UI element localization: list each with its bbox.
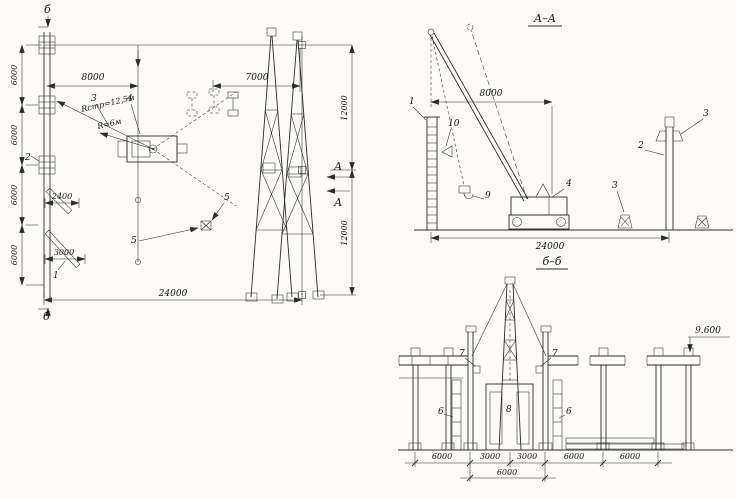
plan-callout-4: 4	[126, 94, 133, 104]
aa-crane-boom	[427, 23, 529, 202]
aa-label-3b: 3	[703, 109, 709, 119]
aa-dim-24000: 24000	[430, 232, 670, 252]
bb-dim-4: 6000	[564, 452, 584, 461]
aa-guy-block: 10	[441, 119, 460, 158]
bb-left-portal	[398, 347, 468, 451]
callout-1-plan: 1	[53, 260, 66, 281]
aa-label-10: 10	[448, 119, 460, 129]
plan-callout-1: 1	[53, 271, 59, 281]
aa-label-9: 9	[485, 191, 491, 201]
section-bb-title: б–б	[543, 255, 562, 268]
plan-dim-2400: 2400	[51, 192, 72, 201]
plan-dim-left-3: 6000	[10, 185, 19, 205]
callout-2: 2	[24, 153, 40, 163]
dim-chain-left: 6000 6000 6000 6000	[10, 44, 44, 286]
plan-cut-mark-bottom: б	[38, 307, 51, 323]
plan-callout-3: 3	[91, 94, 97, 104]
bb-label-7b: 7	[552, 349, 558, 359]
bb-dim-lower: 6000	[497, 468, 517, 477]
boom-swing-dashed	[152, 88, 239, 207]
bb-erection-mast	[471, 276, 547, 451]
bb-right-portal-1	[589, 347, 626, 451]
section-aa-title: А–А	[533, 12, 556, 25]
crane-plan	[56, 100, 188, 163]
plan-dim-24000: 24000	[158, 289, 188, 299]
bb-dim-1: 6000	[432, 452, 452, 461]
aa-label-3a: 3	[612, 181, 618, 191]
bb-wall-panels: 6 6	[438, 379, 572, 451]
aa-dim-8000: 8000	[430, 89, 553, 194]
aa-crane-body: 4	[508, 179, 572, 230]
crane-track	[43, 32, 51, 298]
aa-label-4: 4	[565, 179, 572, 189]
bb-laid-beams	[565, 437, 685, 450]
callout-4-plan: 4	[126, 94, 141, 135]
aa-label-1: 1	[409, 97, 415, 107]
anchor-point: 5 5	[131, 193, 230, 246]
dim-bottom-24000: 24000	[43, 289, 303, 305]
section-b-b: б–б	[398, 255, 733, 482]
bb-dim-3: 3000	[517, 452, 537, 461]
aa-hook-block: 9	[458, 185, 491, 201]
section-a-a: А–А 1 10	[409, 12, 733, 252]
plan-view: б 2 1	[10, 3, 356, 323]
cut-label-b-top: б	[44, 3, 51, 16]
bb-label-6b: 6	[566, 407, 572, 417]
cut-label-b-bottom: б	[43, 310, 50, 323]
plan-callout-2: 2	[24, 153, 31, 163]
plan-dim-left-4: 6000	[10, 245, 19, 265]
plan-dim-right-2: 12000	[340, 220, 349, 245]
dim-top-8000: 8000	[46, 73, 139, 89]
plan-callout-5b: 5	[131, 236, 137, 246]
crane-travel-axis	[135, 45, 141, 265]
dim-3000-plan: 3000	[44, 248, 86, 264]
dim-top-7000: 7000	[212, 48, 301, 92]
track-column-symbols	[38, 35, 56, 175]
aa-dim-24000-label: 24000	[535, 242, 565, 252]
aa-lattice-wall	[424, 116, 440, 230]
aa-dim-8000-label: 8000	[480, 89, 503, 99]
aa-label-2: 2	[637, 141, 644, 151]
dim-2400: 2400	[44, 192, 80, 208]
erection-tower-2	[271, 31, 325, 304]
bb-label-8: 8	[506, 405, 512, 415]
plan-cut-mark-a: А А	[326, 160, 350, 209]
erection-tower-1	[245, 27, 299, 302]
bb-lifted-unit: 8	[485, 383, 534, 451]
bb-right-portal-2	[646, 347, 701, 451]
plan-cut-mark-top: б	[38, 3, 51, 28]
plan-dim-left-1: 6000	[10, 65, 19, 85]
aa-callout-1: 1	[409, 97, 427, 121]
bb-elevation-mark: 9.600	[687, 326, 730, 353]
plan-dim-3000: 3000	[54, 248, 74, 257]
bb-dim-5: 6000	[620, 452, 640, 461]
bb-label-6a: 6	[438, 407, 444, 417]
plan-dim-8000: 8000	[82, 73, 105, 83]
bb-central-columns: 7 7	[459, 325, 579, 451]
cut-label-a-top: А	[333, 160, 342, 173]
bb-dim-2: 3000	[480, 452, 500, 461]
cut-label-a-bottom: А	[333, 196, 342, 209]
callout-3-plan: 3	[91, 94, 111, 129]
plan-dim-right-1: 12000	[340, 95, 349, 120]
plan-radius-min: R=6м	[95, 117, 122, 132]
bb-elevation-value: 9.600	[695, 326, 721, 336]
aa-erected-column: 2 3	[637, 109, 709, 230]
plan-dim-7000: 7000	[246, 73, 269, 83]
bb-dim-chain: 6000 3000 3000 6000 6000 6000	[405, 452, 672, 482]
aa-ground-stools: 3	[612, 181, 710, 229]
dim-chain-right: 12000 12000	[320, 44, 356, 296]
plan-dim-left-2: 6000	[10, 125, 19, 145]
bb-label-7a: 7	[459, 349, 465, 359]
plan-callout-5a: 5	[224, 193, 230, 203]
